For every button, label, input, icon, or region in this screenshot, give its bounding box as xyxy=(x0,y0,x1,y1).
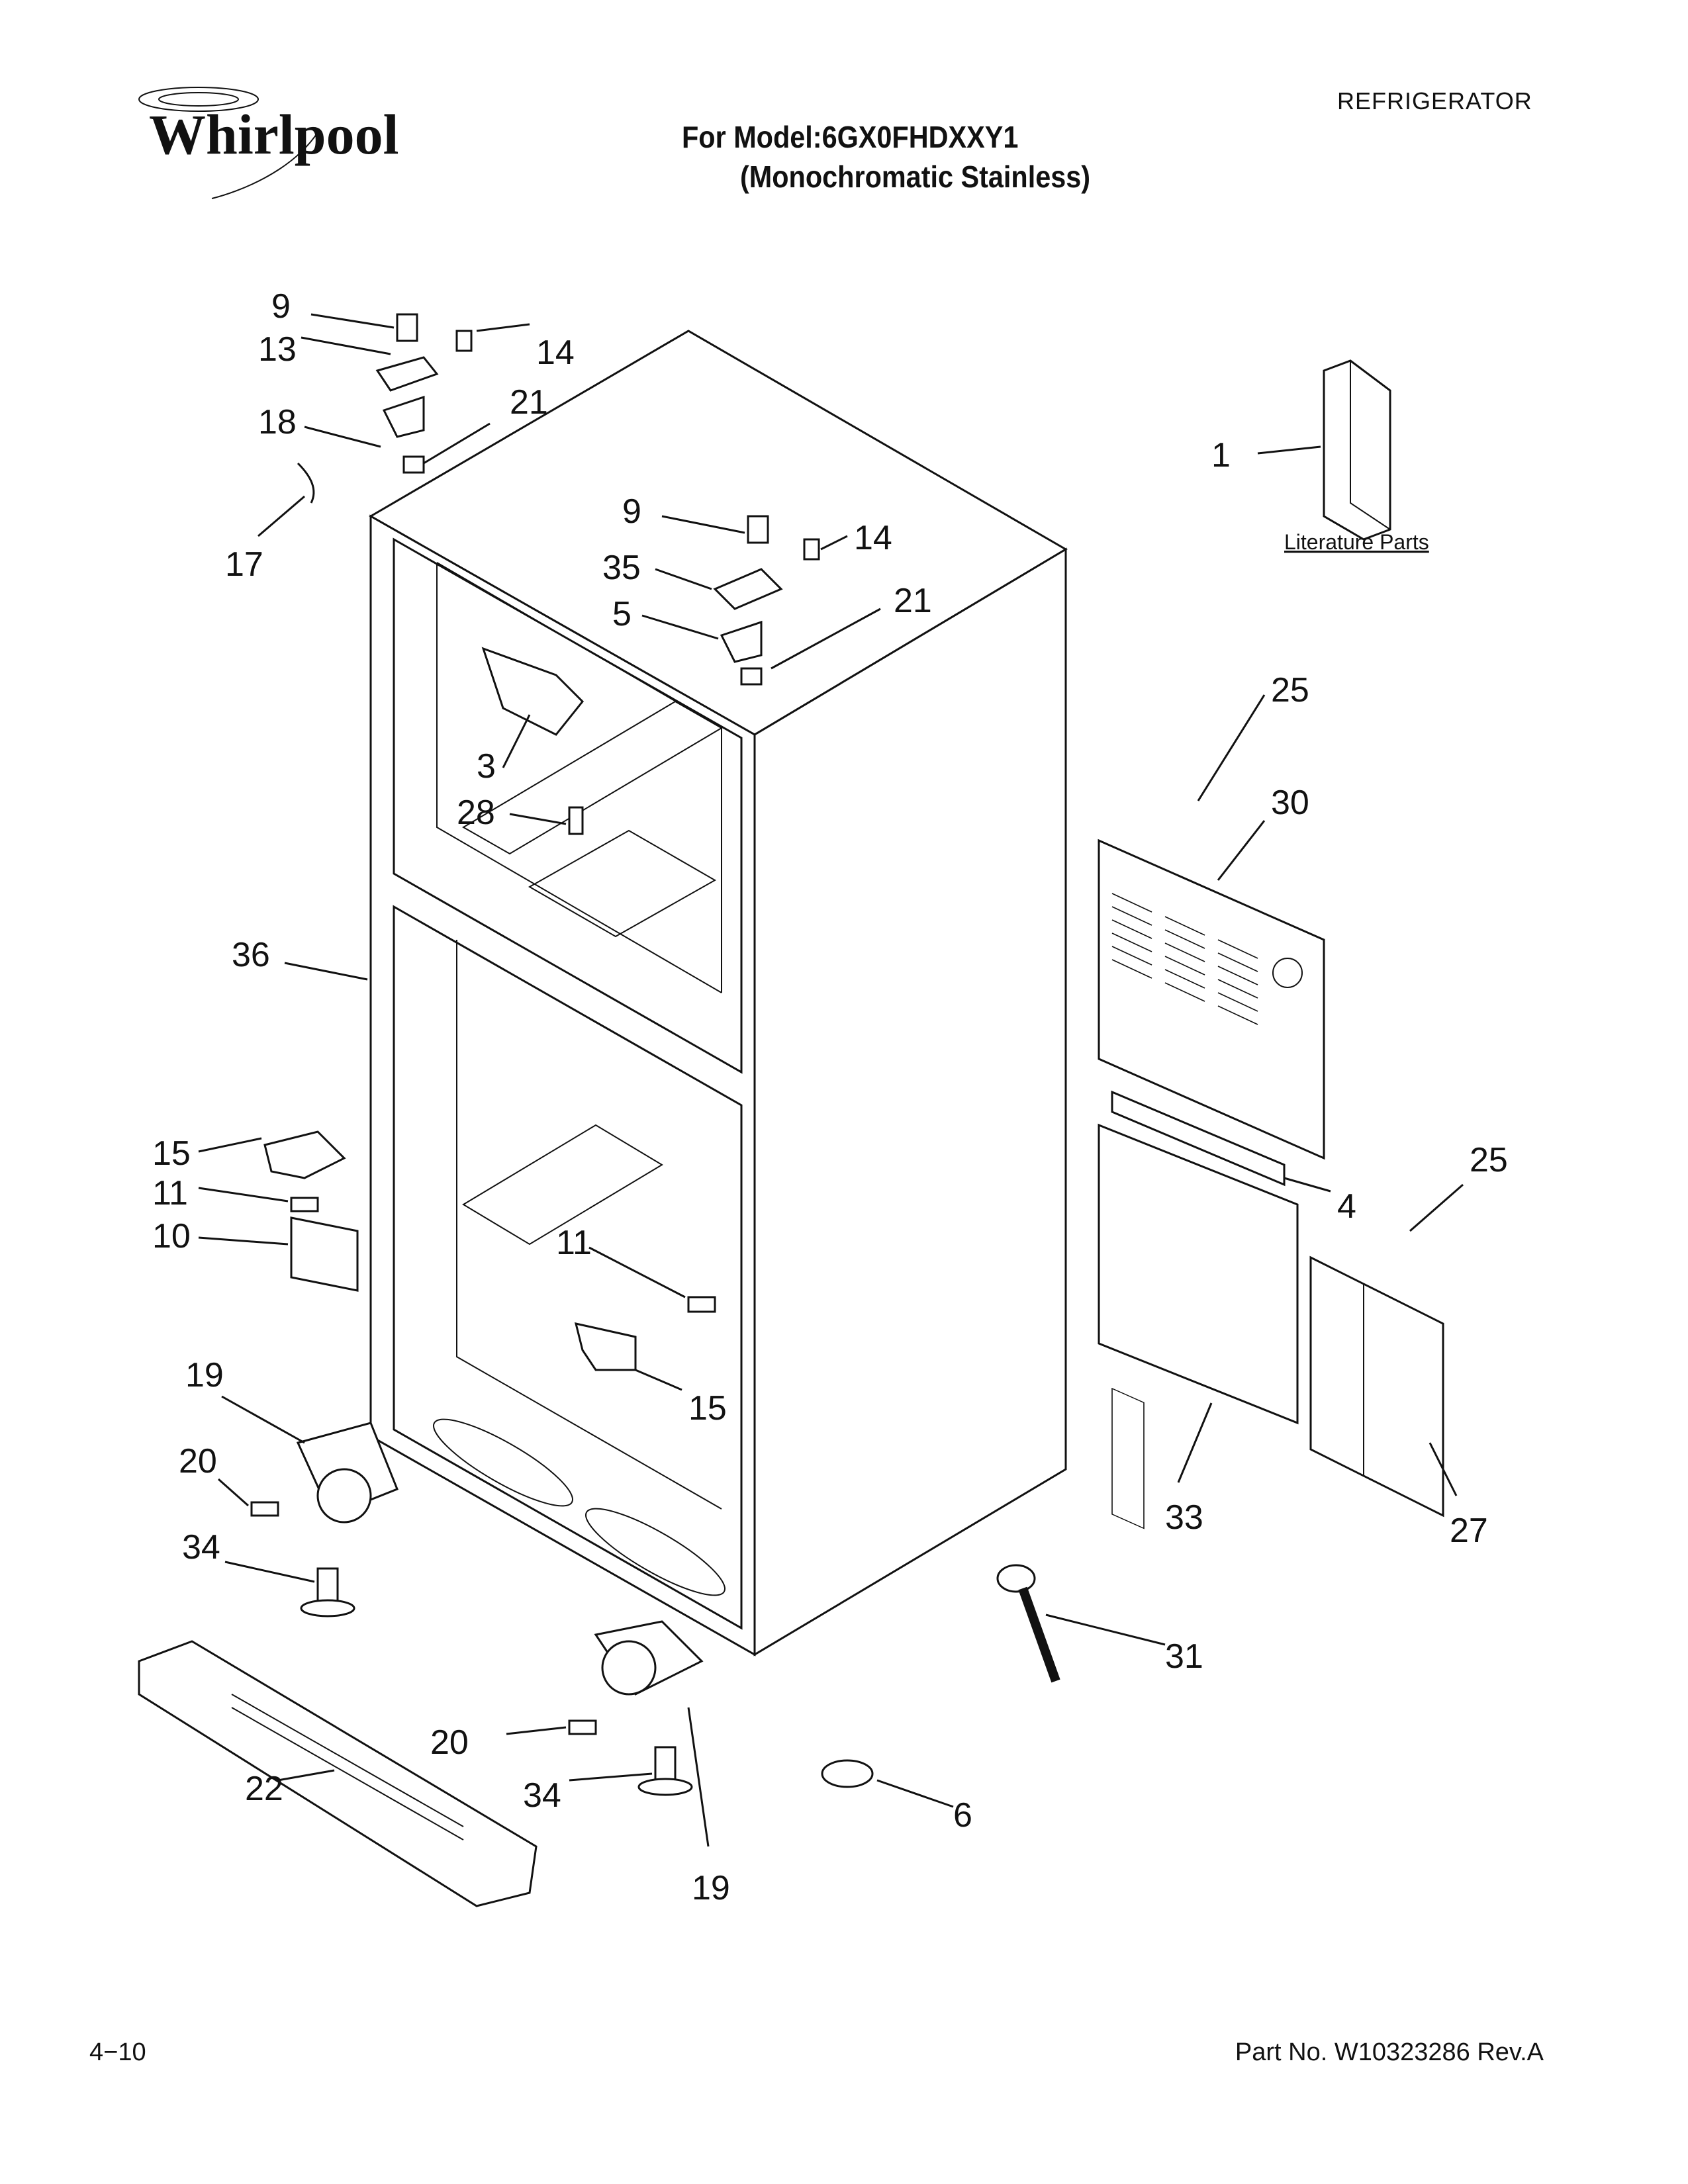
mounting-screw[interactable] xyxy=(568,806,584,835)
callout-15-left: 15 xyxy=(152,1134,191,1173)
callout-1: 1 xyxy=(1211,436,1231,475)
callout-15-right: 15 xyxy=(688,1389,727,1428)
callout-28: 28 xyxy=(457,794,495,832)
icemaker-cover[interactable] xyxy=(290,1216,359,1292)
callout-34-left: 34 xyxy=(182,1528,220,1567)
model-variant: (Monochromatic Stainless) xyxy=(740,159,1091,194)
category-label: REFRIGERATOR xyxy=(1337,87,1532,114)
callout-30: 30 xyxy=(1271,784,1309,822)
top-center-hinge-assembly[interactable] xyxy=(713,515,820,686)
grommet[interactable] xyxy=(821,1759,874,1788)
callout-11-left: 11 xyxy=(152,1174,188,1212)
callout-25-bottom: 25 xyxy=(1470,1141,1508,1179)
page-number: 4−10 xyxy=(89,2038,146,2066)
callout-9-center: 9 xyxy=(622,492,641,531)
callout-14: 14 xyxy=(536,334,575,372)
toe-grille[interactable] xyxy=(138,1640,538,1907)
callout-19-right: 19 xyxy=(692,1869,730,1907)
brand-logo: Whirlpool xyxy=(138,87,399,199)
callout-25-top: 25 xyxy=(1271,671,1309,709)
callout-22: 22 xyxy=(245,1770,283,1808)
center-hinge-left[interactable] xyxy=(263,1130,346,1179)
callout-17: 17 xyxy=(225,545,263,584)
brand-logo-text: Whirlpool xyxy=(149,103,399,166)
literature-parts-label: Literature Parts xyxy=(1284,530,1429,554)
seal-strip[interactable] xyxy=(1111,1090,1286,1187)
callout-31: 31 xyxy=(1165,1637,1203,1676)
callout-34-right: 34 xyxy=(523,1776,561,1815)
leader-lines xyxy=(198,313,1464,1847)
center-hinge-right[interactable] xyxy=(574,1322,637,1371)
callout-11-right: 11 xyxy=(556,1224,592,1262)
callout-20-right: 20 xyxy=(430,1723,469,1762)
callout-10: 10 xyxy=(152,1217,191,1255)
callout-27: 27 xyxy=(1450,1512,1488,1550)
callout-4: 4 xyxy=(1337,1187,1356,1226)
insulation-panel[interactable] xyxy=(1098,1123,1299,1425)
left-roller-assembly[interactable] xyxy=(250,1422,399,1617)
callout-9: 9 xyxy=(271,287,291,326)
callout-20-left: 20 xyxy=(179,1442,217,1480)
callout-13: 13 xyxy=(258,330,297,369)
callout-35: 35 xyxy=(602,549,641,587)
callout-14-center: 14 xyxy=(854,519,892,557)
top-left-hinge-assembly[interactable] xyxy=(297,313,473,504)
rear-cover-plate[interactable] xyxy=(1309,1255,1444,1518)
callout-21-center: 21 xyxy=(894,582,932,620)
callout-36: 36 xyxy=(232,936,270,974)
callout-18: 18 xyxy=(258,403,297,441)
callout-19-left: 19 xyxy=(185,1356,224,1394)
cabinet xyxy=(368,330,1068,1657)
callout-5: 5 xyxy=(612,595,632,633)
callout-3: 3 xyxy=(477,747,496,786)
callout-21: 21 xyxy=(510,383,548,422)
leveling-wrench[interactable] xyxy=(996,1564,1060,1683)
callouts: 9 13 14 18 21 17 9 14 35 21 5 3 28 36 1 … xyxy=(152,287,1508,1907)
literature-parts-booklet[interactable] xyxy=(1323,359,1391,541)
rear-grille-panel[interactable] xyxy=(1098,839,1325,1529)
light-housing[interactable] xyxy=(481,647,585,736)
callout-33: 33 xyxy=(1165,1498,1203,1537)
right-roller-assembly[interactable] xyxy=(568,1620,704,1796)
callout-6: 6 xyxy=(953,1796,972,1835)
part-number: Part No. W10323286 Rev.A xyxy=(1235,2038,1544,2066)
model-title: For Model:6GX0FHDXXY1 xyxy=(682,120,1019,154)
